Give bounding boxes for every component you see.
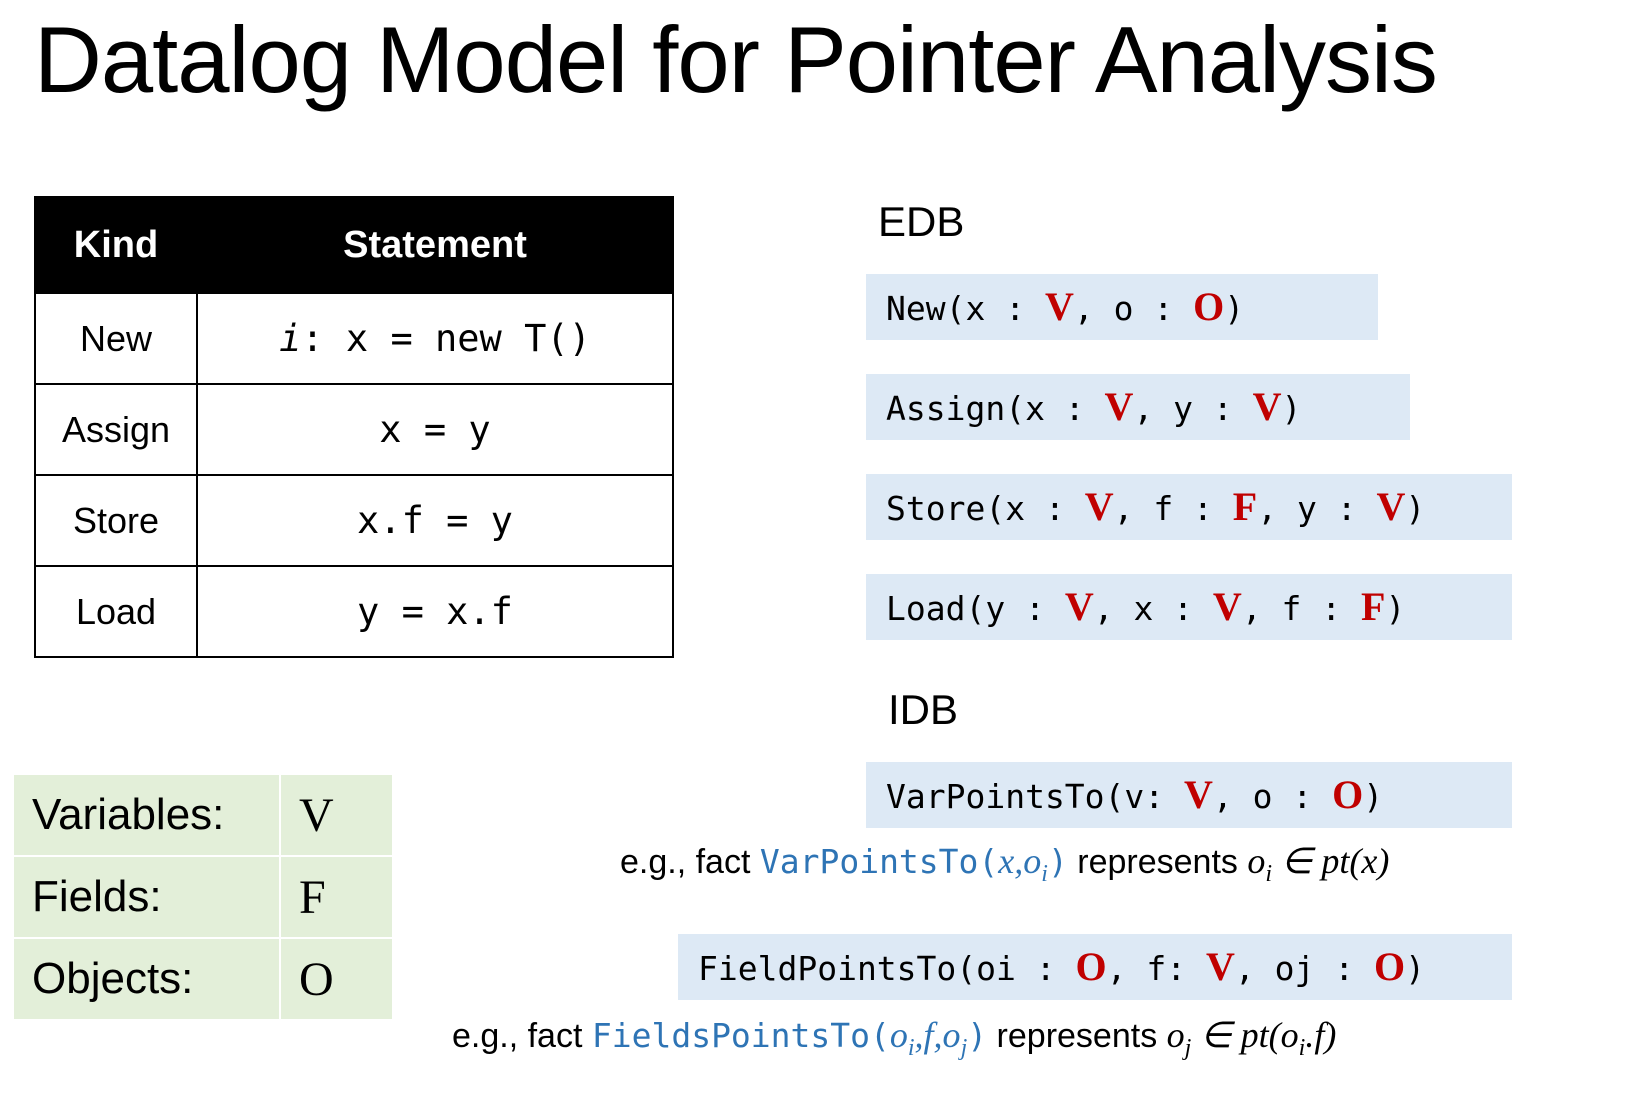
relation-fieldpointsto: FieldPointsTo(oi : O, f: V, oj : O): [678, 934, 1512, 1000]
example-fieldpointsto: e.g., fact FieldsPointsTo(oi,f,oj) repre…: [452, 1014, 1336, 1062]
relation-text: New(x :: [886, 289, 1045, 328]
relation-text: , x :: [1093, 589, 1213, 628]
relation-text: Store(x :: [886, 489, 1085, 528]
relation-text: ): [1281, 389, 1302, 428]
example-math: o: [1166, 1015, 1185, 1055]
type-symbol: F: [1361, 584, 1386, 629]
header-kind: Kind: [34, 196, 198, 294]
type-symbol: O: [1332, 772, 1364, 817]
example-args: ,f,o: [914, 1015, 961, 1055]
statement-cell: i: x = new T(): [196, 292, 674, 385]
relation-text: , y :: [1133, 389, 1253, 428]
legend-label: Fields:: [14, 856, 281, 939]
edb-label: EDB: [878, 198, 965, 245]
example-code-close: ): [1047, 842, 1068, 881]
legend-row: Objects: O: [14, 938, 392, 1021]
legend-row: Fields: F: [14, 856, 392, 939]
example-code-close: ): [967, 1016, 988, 1055]
type-symbol: V: [1044, 284, 1074, 329]
example-code: VarPointsTo(: [759, 842, 999, 881]
example-subscript: j: [960, 1034, 968, 1061]
relation-text: ): [1224, 289, 1245, 328]
example-varpointsto: e.g., fact VarPointsTo(x,oi) represents …: [620, 840, 1389, 888]
legend-symbol: O: [280, 938, 392, 1021]
label-i: i: [279, 317, 302, 360]
type-symbol: O: [1373, 944, 1406, 989]
idb-label: IDB: [888, 686, 959, 733]
relation-text: , o :: [1212, 777, 1333, 816]
example-args: x,o: [998, 841, 1042, 881]
table-row: Store x.f = y: [34, 474, 674, 567]
type-symbol: V: [1252, 384, 1282, 429]
relation-text: ): [1405, 489, 1426, 528]
example-args: o: [889, 1015, 908, 1055]
legend-label: Variables:: [14, 775, 281, 857]
relation-text: ): [1385, 589, 1406, 628]
example-code: FieldsPointsTo(: [591, 1016, 890, 1055]
example-math-mid: ∈ pt(o: [1191, 1015, 1299, 1055]
type-symbol: V: [1064, 584, 1094, 629]
type-symbol: O: [1075, 944, 1107, 989]
kind-cell: Load: [34, 565, 198, 658]
type-symbol: V: [1104, 384, 1134, 429]
relation-varpointsto: VarPointsTo(v: V, o : O): [866, 762, 1512, 828]
type-symbol: O: [1193, 284, 1225, 329]
table-header-row: Kind Statement: [34, 196, 674, 294]
kind-cell: Assign: [34, 383, 198, 476]
relation-text: VarPointsTo(v:: [886, 777, 1185, 816]
relation-text: Load(y :: [886, 589, 1065, 628]
relation-text: , f :: [1113, 489, 1233, 528]
example-subscript: i: [1041, 860, 1048, 887]
relation-text: , o :: [1073, 289, 1194, 328]
relation-text: , f:: [1106, 949, 1206, 988]
example-math-end: .f): [1305, 1015, 1337, 1055]
statement-kinds-table: Kind Statement New i: x = new T() Assign…: [34, 196, 674, 658]
statement-text: : x = new T(): [301, 317, 591, 360]
header-statement: Statement: [196, 196, 674, 294]
example-math-subscript: j: [1184, 1034, 1192, 1061]
example-math-subscript: i: [1298, 1034, 1306, 1061]
legend-symbol: V: [280, 775, 392, 857]
statement-cell: x = y: [196, 383, 674, 476]
relation-text: ): [1363, 777, 1384, 816]
example-math: o: [1247, 841, 1266, 881]
example-subscript: i: [907, 1034, 915, 1061]
legend-row: Variables: V: [14, 775, 392, 857]
relation-text: FieldPointsTo(oi :: [698, 949, 1076, 988]
relation-new: New(x : V, o : O): [866, 274, 1378, 340]
relation-store: Store(x : V, f : F, y : V): [866, 474, 1512, 540]
type-symbol: V: [1205, 944, 1235, 989]
example-mid: represents: [987, 1017, 1167, 1055]
relation-text: , y :: [1257, 489, 1377, 528]
relation-load: Load(y : V, x : V, f : F): [866, 574, 1512, 640]
relation-text: , oj :: [1234, 949, 1374, 988]
domain-legend: Variables: V Fields: F Objects: O: [14, 775, 392, 1021]
relation-text: , f :: [1241, 589, 1362, 628]
kind-cell: New: [34, 292, 198, 385]
table-row: New i: x = new T(): [34, 292, 674, 385]
type-symbol: V: [1376, 484, 1406, 529]
relation-text: Assign(x :: [886, 389, 1105, 428]
type-symbol: F: [1232, 484, 1258, 529]
legend-symbol: F: [280, 856, 392, 939]
type-symbol: V: [1084, 484, 1114, 529]
statement-cell: x.f = y: [196, 474, 674, 567]
example-prefix: e.g., fact: [620, 843, 760, 881]
statement-cell: y = x.f: [196, 565, 674, 658]
table-row: Load y = x.f: [34, 565, 674, 658]
example-math-subscript: i: [1265, 860, 1273, 887]
relation-assign: Assign(x : V, y : V): [866, 374, 1410, 440]
page-title: Datalog Model for Pointer Analysis: [34, 7, 1438, 112]
example-prefix: e.g., fact: [452, 1017, 592, 1055]
example-mid: represents: [1067, 843, 1248, 881]
type-symbol: V: [1212, 584, 1242, 629]
table-row: Assign x = y: [34, 383, 674, 476]
type-symbol: V: [1184, 772, 1213, 817]
legend-label: Objects:: [14, 938, 281, 1021]
example-math-rest: ∈ pt(x): [1272, 841, 1390, 881]
relation-text: ): [1405, 949, 1425, 988]
kind-cell: Store: [34, 474, 198, 567]
